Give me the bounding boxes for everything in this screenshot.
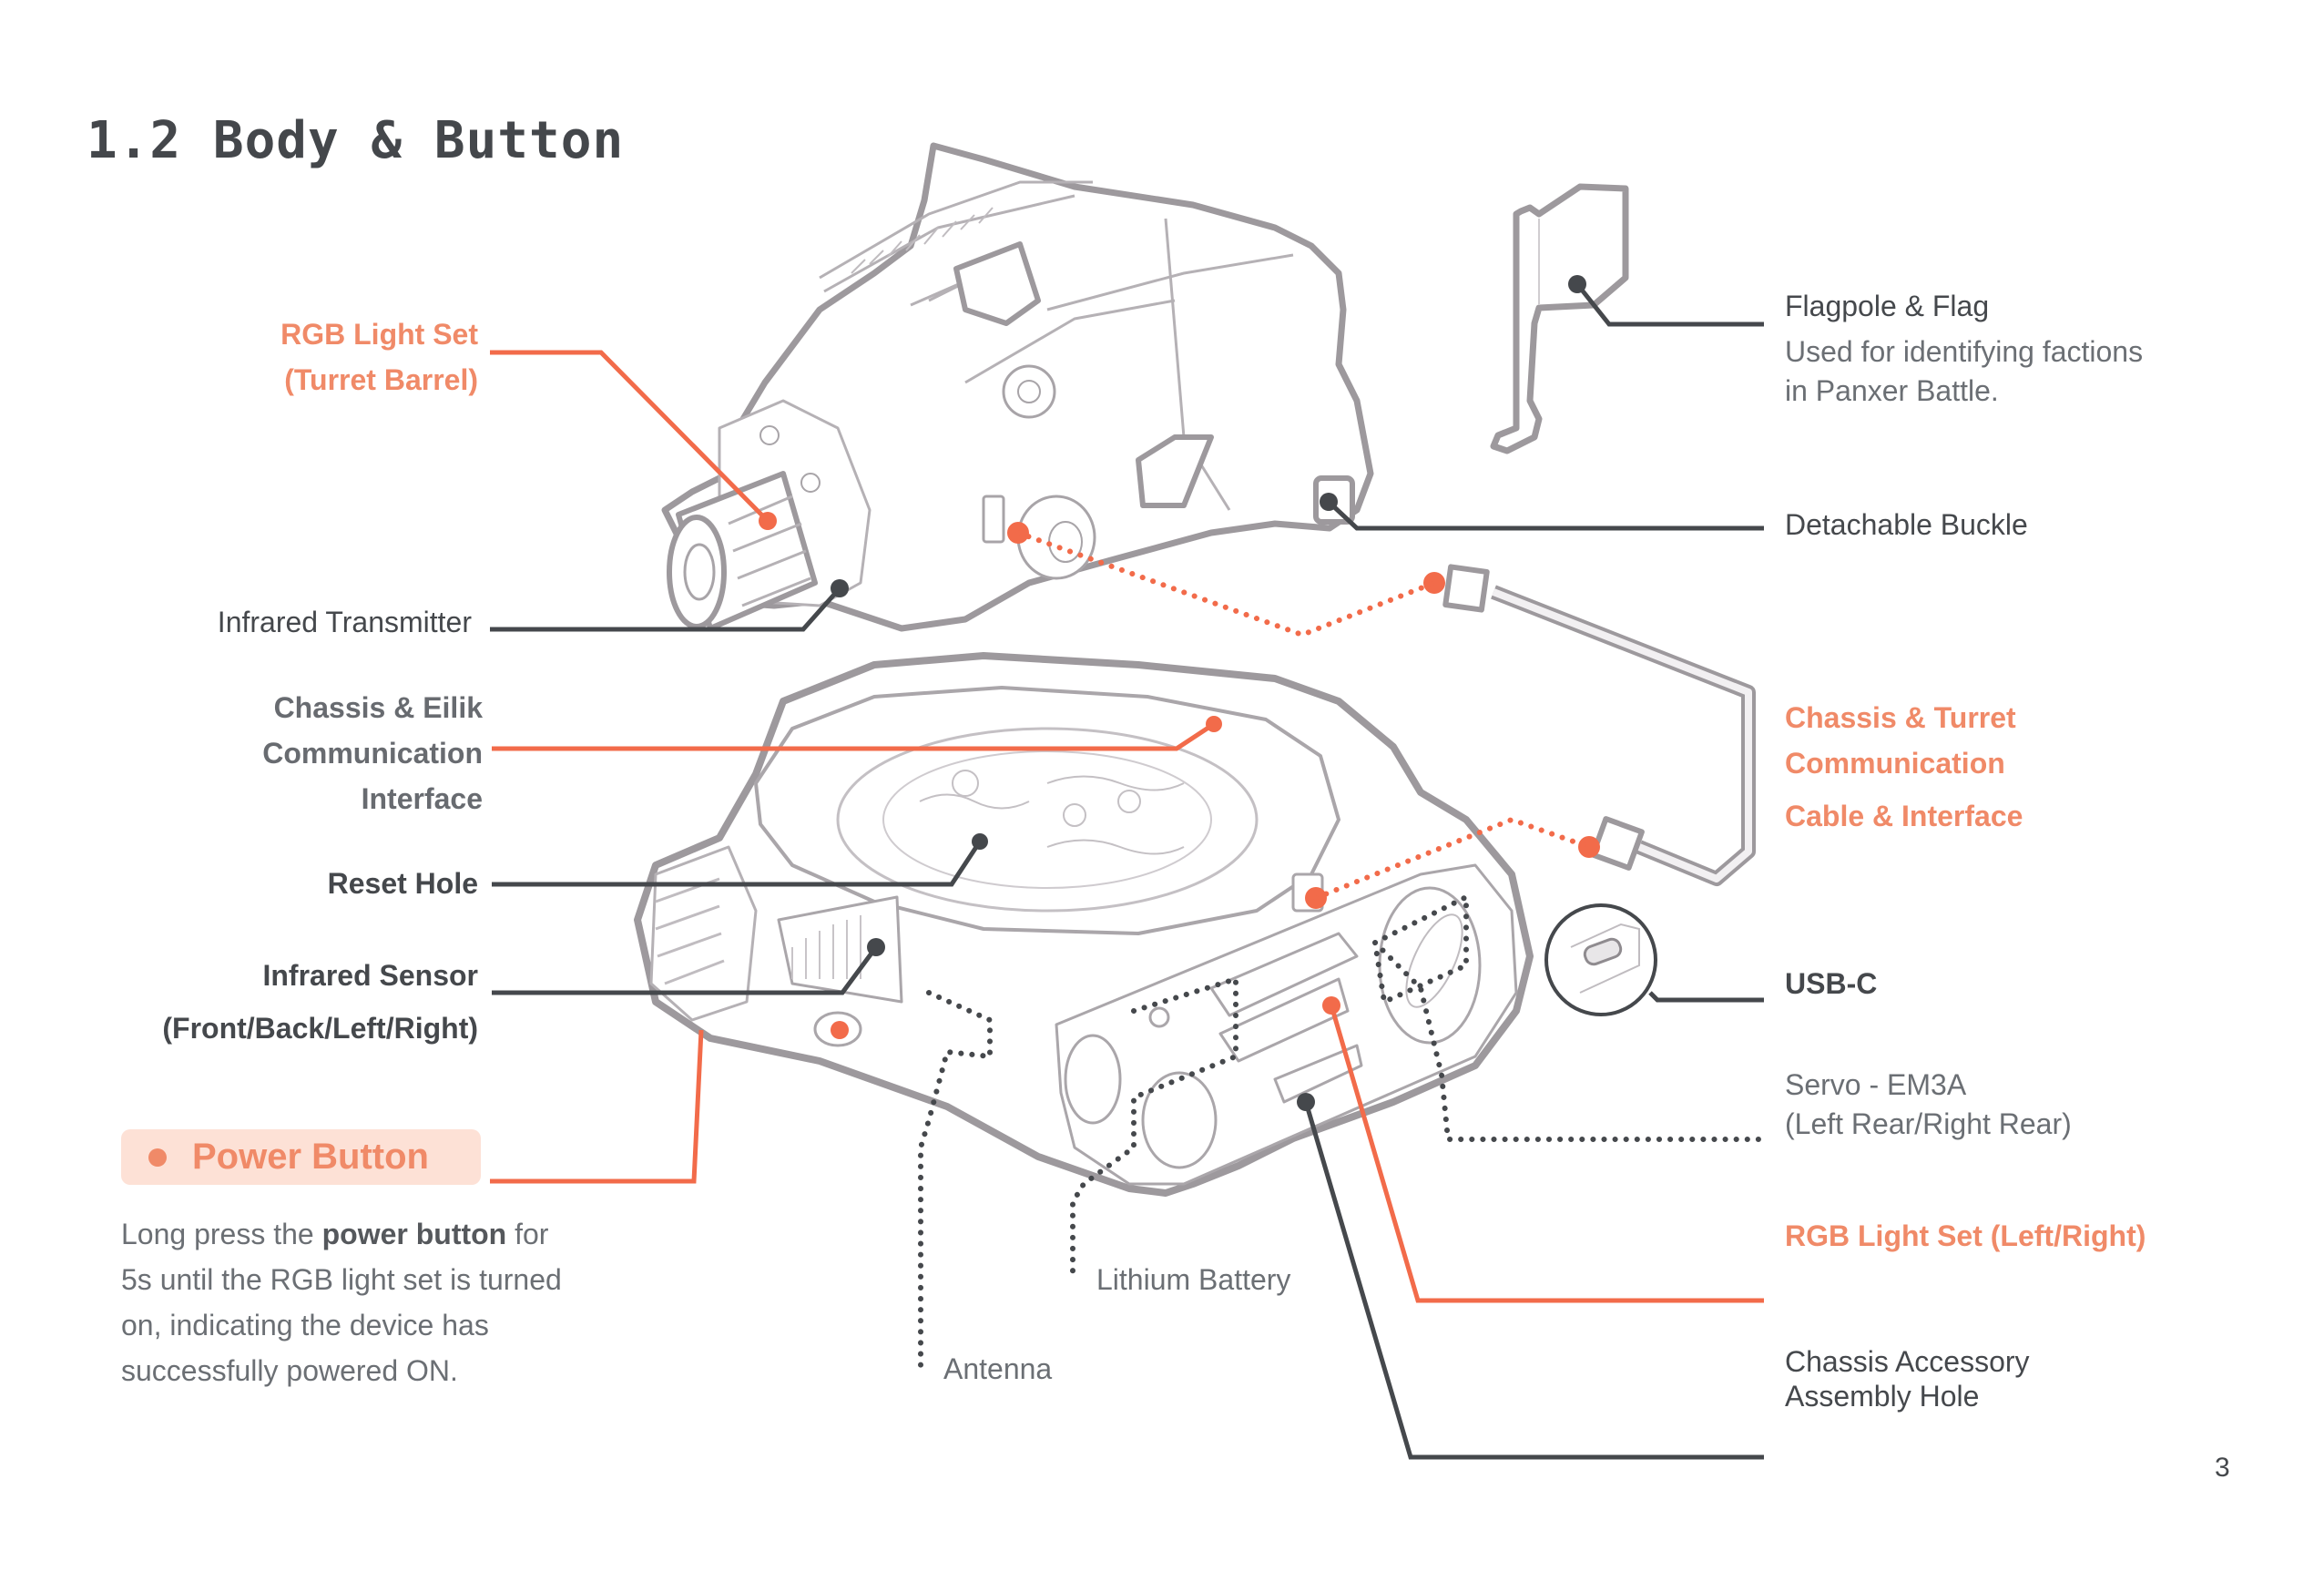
label-line: Cable & Interface — [1785, 800, 2023, 832]
accent-leaders — [490, 350, 1764, 1303]
desc-bold: power button — [321, 1218, 507, 1250]
label-line: Assembly Hole — [1785, 1380, 1980, 1413]
label-line: Infrared Sensor — [262, 959, 478, 992]
label-line: Chassis & Eilik — [273, 691, 483, 724]
leader-antenna — [918, 990, 993, 1373]
leader-buckle — [1327, 500, 1764, 531]
leader-power-button — [490, 1029, 704, 1184]
label-line: Communication — [1785, 747, 2005, 780]
label-line: Servo - EM3A — [1785, 1068, 1967, 1101]
leader-rgb-left-right — [1329, 1005, 1764, 1303]
desc-line-3: on, indicating the device has — [121, 1309, 489, 1341]
chassis-illustration — [634, 652, 1534, 1197]
page-number: 3 — [2215, 1453, 2230, 1483]
desc-line-4: successfully powered ON. — [121, 1354, 458, 1387]
usb-c-detail — [1544, 903, 1657, 1016]
label-turret-cable: Chassis & Turret Communication Cable & I… — [1785, 695, 2023, 839]
turret-illustration — [661, 142, 1374, 632]
label-antenna: Antenna — [943, 1352, 1053, 1385]
label-infrared-transmitter: Infrared Transmitter — [217, 606, 472, 638]
label-line: (Front/Back/Left/Right) — [162, 1012, 478, 1045]
label-line: Chassis Accessory — [1785, 1345, 2030, 1378]
leader-flagpole — [1575, 282, 1764, 327]
label-eilik-interface: Chassis & Eilik Communication Interface — [262, 685, 483, 821]
desc-suffix: for — [506, 1218, 549, 1250]
leader-rgb-turret — [490, 350, 770, 523]
leader-servo — [1371, 893, 1765, 1142]
dark-dots — [831, 275, 1586, 1111]
label-rgb-turret: RGB Light Set (Turret Barrel) — [280, 311, 478, 403]
dot-icon — [148, 1148, 167, 1167]
label-line: (Turret Barrel) — [284, 363, 478, 396]
leader-infrared-transmitter — [490, 587, 841, 632]
cable-illustration — [1442, 564, 1756, 886]
desc-line: Used for identifying factions — [1785, 335, 2144, 368]
desc-line: in Panxer Battle. — [1785, 374, 1999, 407]
label-detachable-buckle: Detachable Buckle — [1785, 508, 2028, 541]
power-button-title: Power Button — [192, 1137, 429, 1177]
label-line: RGB Light Set — [280, 318, 478, 351]
flagpole-description: Used for identifying factions in Panxer … — [1785, 332, 2143, 411]
leader-usb-c — [1648, 991, 1764, 1003]
label-line: Interface — [361, 782, 483, 815]
label-flagpole: Flagpole & Flag — [1785, 290, 1990, 322]
leader-reset-hole — [492, 840, 983, 887]
label-line: Communication — [262, 737, 483, 770]
label-accessory-hole: Chassis Accessory Assembly Hole — [1785, 1344, 2030, 1413]
label-reset-hole: Reset Hole — [327, 867, 478, 900]
label-lithium-battery: Lithium Battery — [1096, 1263, 1291, 1296]
leader-battery — [1070, 974, 1238, 1282]
desc-line-2: 5s until the RGB light set is turned — [121, 1263, 562, 1296]
label-line: Chassis & Turret — [1785, 701, 2016, 734]
label-infrared-sensor: Infrared Sensor (Front/Back/Left/Right) — [162, 949, 478, 1055]
cable-dotted-leaders — [1015, 530, 1592, 901]
label-usb-c: USB-C — [1785, 967, 1878, 1000]
flag-illustration — [1490, 183, 1629, 454]
leader-infrared-sensor — [492, 945, 879, 995]
power-button-description: Long press the power button for 5s until… — [121, 1211, 631, 1393]
accent-dots — [759, 512, 1600, 1039]
dotted-leaders — [918, 893, 1765, 1373]
page-title: 1.2 Body & Button — [87, 111, 625, 170]
leader-eilik-interface — [492, 721, 1216, 751]
leader-accessory-hole — [1303, 1101, 1764, 1460]
label-line: (Left Rear/Right Rear) — [1785, 1107, 2072, 1140]
dark-leaders — [490, 282, 1764, 1460]
power-button-callout: Power Button — [121, 1129, 481, 1185]
desc-line-1: Long press the power button for — [121, 1211, 631, 1257]
desc-prefix: Long press the — [121, 1218, 322, 1250]
label-servo: Servo - EM3A (Left Rear/Right Rear) — [1785, 1066, 2072, 1144]
label-rgb-left-right: RGB Light Set (Left/Right) — [1785, 1219, 2146, 1252]
